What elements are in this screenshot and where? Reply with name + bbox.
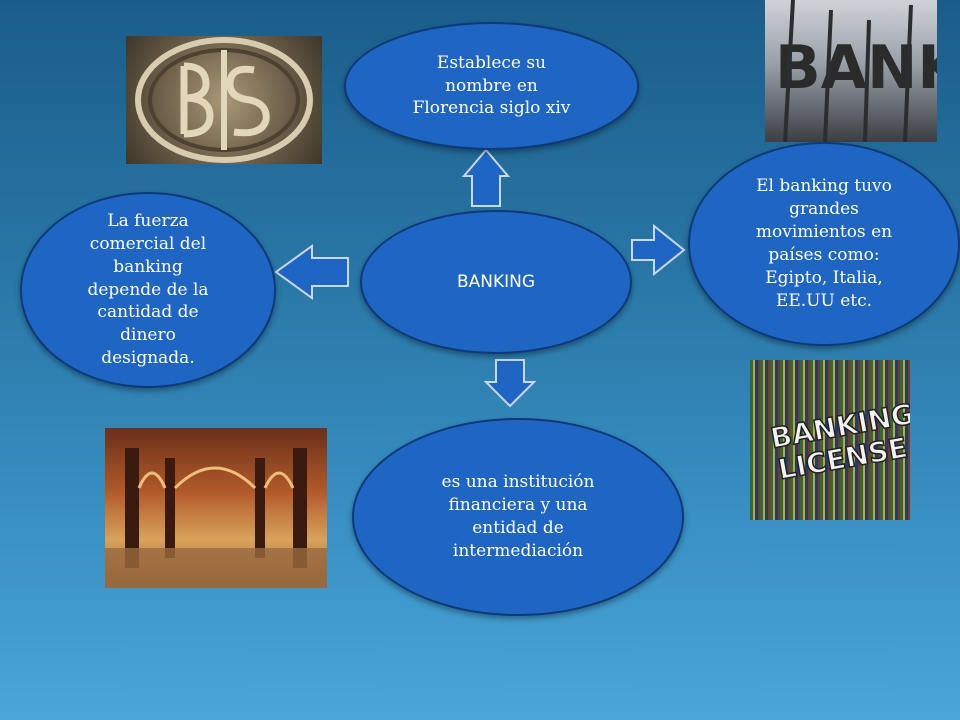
node-banking-center-label: BANKING <box>456 271 536 292</box>
banking-license-graphic: BANKING LICENSE <box>767 397 910 487</box>
node-movimientos-line: EE.UU etc. <box>775 290 873 311</box>
node-fuerza-line: banking <box>113 256 183 277</box>
node-movimientos-line: grandes <box>789 199 859 220</box>
node-fuerza-line: dinero <box>120 325 176 346</box>
node-movimientos-line: países como: <box>768 245 880 265</box>
node-florencia: Establece su nombre en Florencia siglo x… <box>344 22 639 150</box>
bsf-emblem-image <box>126 36 322 164</box>
node-florencia-line: Florencia siglo xiv <box>412 98 571 119</box>
node-institucion-line: intermediación <box>452 540 584 561</box>
bank-lobby-image <box>105 428 327 588</box>
node-movimientos-text: El banking tuvo grandes movimientos en p… <box>756 175 892 313</box>
node-institucion-line: es una institución <box>441 472 595 493</box>
arrow-up <box>461 148 511 207</box>
node-movimientos-line: Egipto, Italia, <box>765 267 883 288</box>
node-fuerza-line: comercial del <box>89 233 207 254</box>
bank-sign-graphic: BANK <box>775 0 937 142</box>
node-fuerza-comercial: La fuerza comercial del banking depende … <box>20 192 276 388</box>
bank-lobby-graphic <box>105 448 327 588</box>
banking-license-image: BANKING LICENSE <box>750 360 910 520</box>
node-fuerza-line: La fuerza <box>107 210 189 231</box>
node-florencia-text: Establece su nombre en Florencia siglo x… <box>413 52 571 121</box>
node-fuerza-line: depende de la <box>87 279 209 300</box>
node-institucion: es una institución financiera y una enti… <box>352 418 684 616</box>
arrow-right <box>631 223 686 277</box>
arrow-down <box>483 359 537 408</box>
node-banking-center: BANKING <box>360 210 632 354</box>
node-florencia-line: nombre en <box>445 75 538 96</box>
node-movimientos-line: El banking tuvo <box>756 176 892 197</box>
node-fuerza-line: cantidad de <box>97 302 199 323</box>
node-institucion-line: financiera y una <box>448 495 588 516</box>
bsf-emblem-graphic <box>135 37 313 163</box>
arrow-left <box>274 244 349 300</box>
node-florencia-line: Establece su <box>436 52 547 73</box>
node-fuerza-line: designada. <box>101 348 195 369</box>
node-institucion-line: entidad de <box>472 518 564 538</box>
node-movimientos: El banking tuvo grandes movimientos en p… <box>688 142 960 346</box>
node-institucion-text: es una institución financiera y una enti… <box>442 471 595 563</box>
node-fuerza-comercial-text: La fuerza comercial del banking depende … <box>87 210 208 371</box>
bank-sign-image: BANK <box>765 0 937 142</box>
node-movimientos-line: movimientos en <box>755 222 893 243</box>
